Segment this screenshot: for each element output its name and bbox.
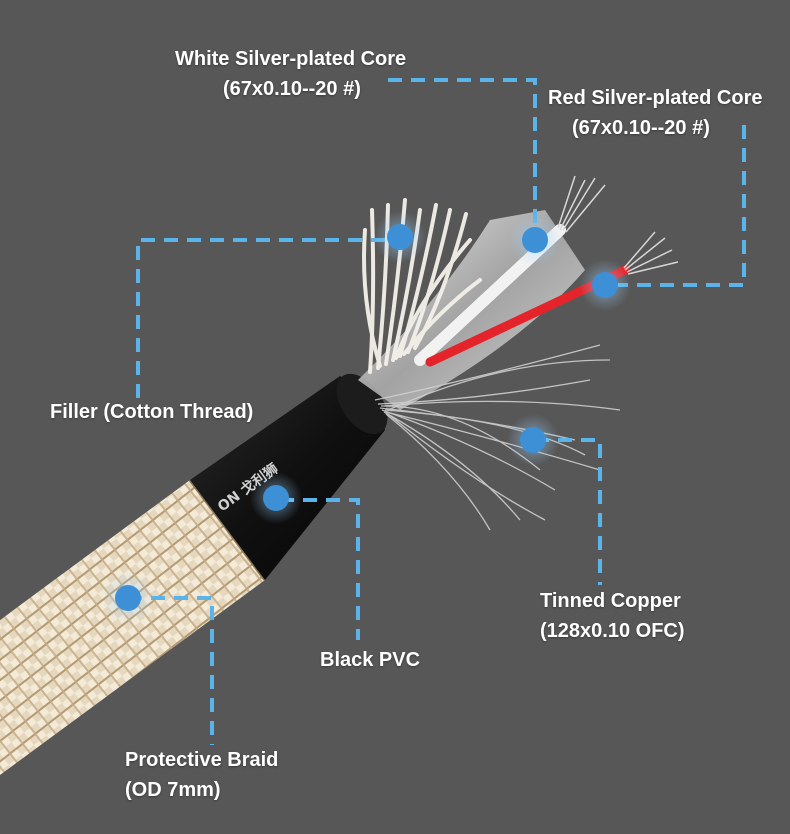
braid-spec: (OD 7mm) — [125, 779, 221, 801]
red-core-name: Red Silver-plated Core — [548, 87, 763, 109]
markers — [102, 211, 631, 624]
leader-lines — [128, 78, 746, 745]
protective-braid — [0, 480, 265, 775]
tinned-copper-label: Tinned Copper (128x0.10 OFC) — [540, 589, 685, 643]
filler-name: Filler (Cotton Thread) — [50, 401, 254, 423]
leader-tinned-copper — [535, 438, 602, 585]
white-core-strands — [557, 175, 606, 233]
black-pvc-marker — [263, 485, 289, 511]
filler-marker — [387, 224, 413, 250]
leader-red-core — [610, 125, 746, 287]
filler-label: Filler (Cotton Thread) — [50, 400, 253, 424]
red-core-label: Red Silver-plated Core (67x0.10--20 #) — [548, 86, 763, 140]
tinned-copper-name: Tinned Copper — [540, 590, 681, 612]
white-core-spec: (67x0.10--20 #) — [223, 78, 361, 100]
red-core-strands — [623, 231, 679, 275]
white-core-label: White Silver-plated Core (67x0.10--20 #) — [175, 47, 406, 101]
braid-label: Protective Braid (OD 7mm) — [125, 748, 278, 802]
braid-name: Protective Braid — [125, 749, 279, 771]
red-core-marker — [592, 272, 618, 298]
white-core-name: White Silver-plated Core — [175, 48, 407, 70]
tinned-copper-strands — [374, 344, 621, 531]
leader-black-pvc — [280, 498, 360, 640]
red-core-spec: (67x0.10--20 #) — [572, 117, 710, 139]
leader-white-core — [388, 78, 537, 240]
white-core-marker — [522, 227, 548, 253]
leader-filler — [136, 238, 400, 398]
tinned-copper-marker — [520, 427, 546, 453]
braid-marker — [115, 585, 141, 611]
black-pvc-name: Black PVC — [320, 649, 421, 671]
black-pvc-label: Black PVC — [320, 648, 420, 672]
tinned-copper-spec: (128x0.10 OFC) — [540, 620, 685, 642]
leader-braid — [128, 596, 214, 745]
